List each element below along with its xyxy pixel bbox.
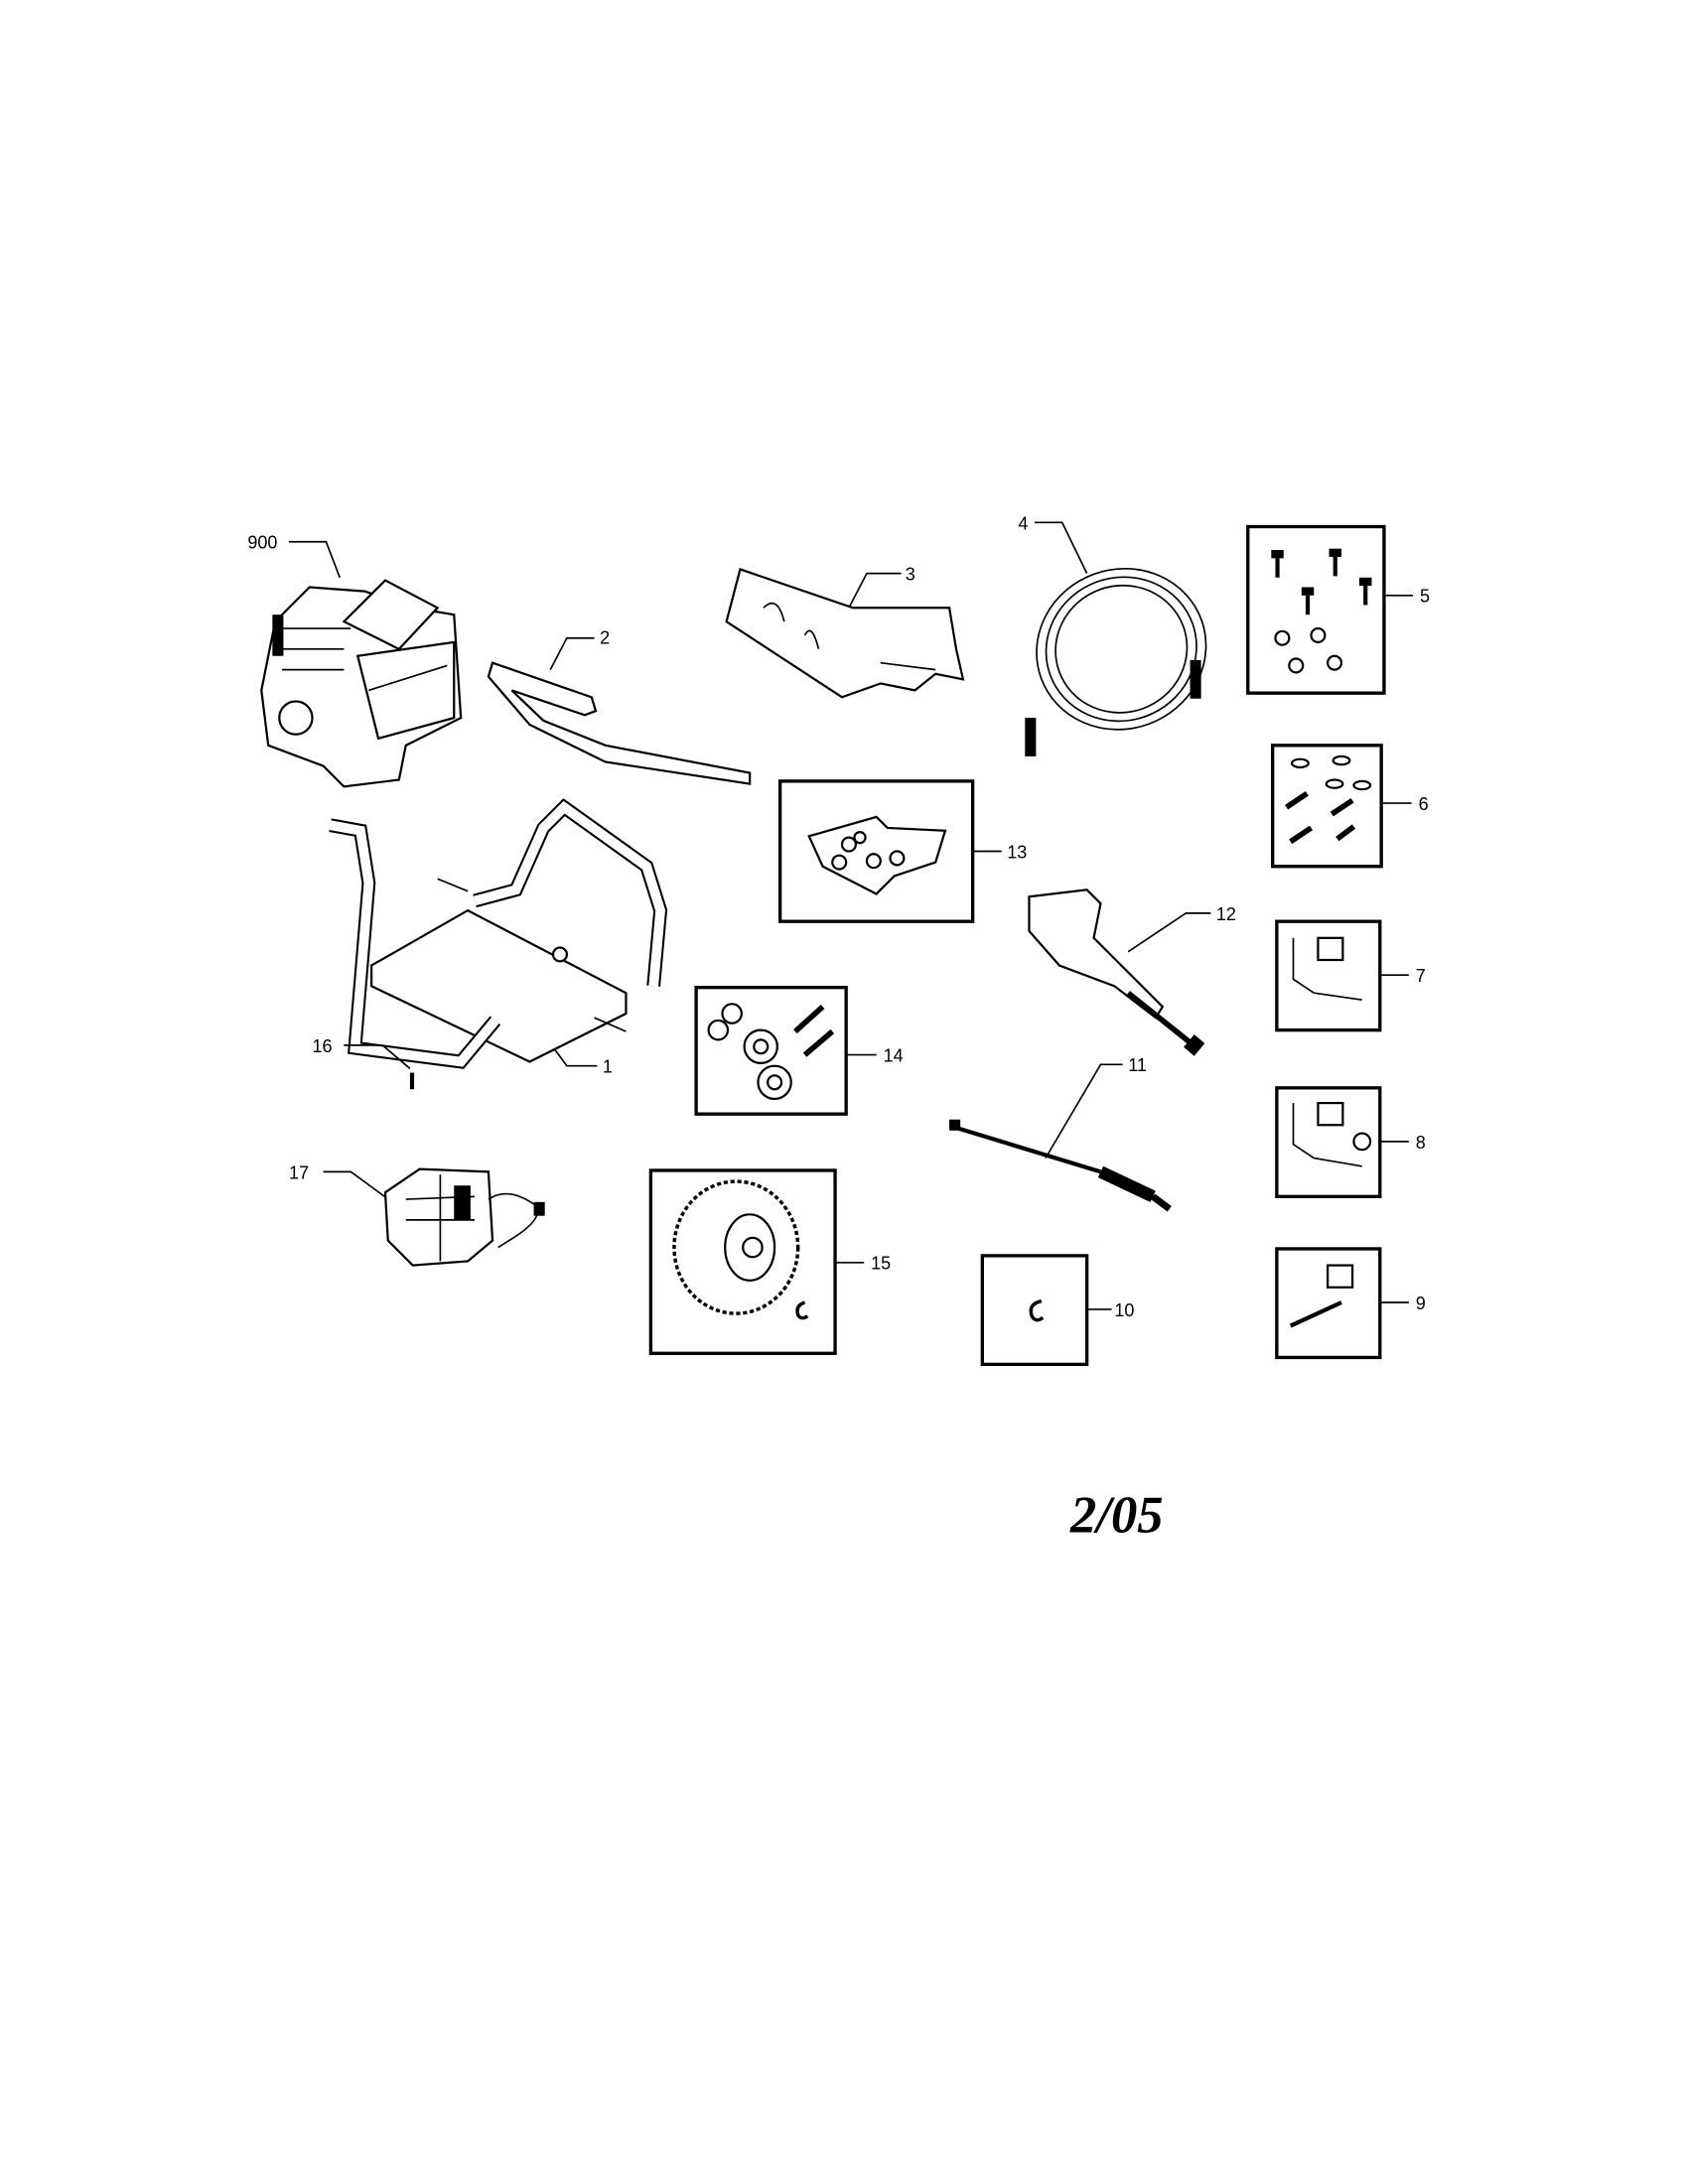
callout-15: 15 [871, 1254, 891, 1274]
callout-3: 3 [906, 565, 915, 585]
part-8-bracket-kit[interactable]: 8 [1275, 1086, 1426, 1198]
part-14-wheel-hardware-kit[interactable]: 14 [694, 986, 904, 1116]
part-10-wheel-cap[interactable]: 10 [980, 1254, 1134, 1367]
callout-7: 7 [1416, 966, 1426, 986]
callout-6: 6 [1419, 794, 1429, 814]
callout-16: 16 [313, 1036, 333, 1056]
callout-2: 2 [600, 627, 610, 647]
callout-9: 9 [1416, 1294, 1426, 1313]
part-2-handle[interactable]: 2 [487, 627, 752, 785]
callout-5: 5 [1420, 587, 1430, 607]
callout-17: 17 [289, 1162, 309, 1182]
callout-13: 13 [1007, 842, 1027, 862]
callout-12: 12 [1216, 904, 1236, 924]
callout-1: 1 [603, 1057, 613, 1077]
part-9-bolt-clip-kit[interactable]: 9 [1275, 1247, 1426, 1360]
callout-11: 11 [1128, 1055, 1147, 1075]
part-12-spray-gun[interactable]: 12 [1028, 888, 1236, 1056]
part-900-engine[interactable]: 900 [247, 533, 463, 788]
callout-4: 4 [1018, 513, 1028, 533]
part-17-pump[interactable]: 17 [289, 1162, 545, 1267]
part-4-hose[interactable]: 4 [1014, 513, 1228, 756]
part-15-wheel[interactable]: 15 [648, 1168, 891, 1355]
callout-900: 900 [247, 533, 277, 553]
callout-10: 10 [1114, 1300, 1134, 1320]
callout-8: 8 [1416, 1133, 1426, 1153]
part-7-bracket-kit[interactable]: 7 [1275, 919, 1426, 1032]
part-5-bolt-kit[interactable]: 5 [1246, 524, 1430, 695]
callout-14: 14 [884, 1046, 904, 1066]
part-1-frame[interactable]: 1 [329, 798, 668, 1077]
part-13-nozzle-kit[interactable]: 13 [777, 779, 1028, 923]
date-code: 2/05 [1069, 1486, 1164, 1544]
part-3-cover[interactable]: 3 [725, 565, 965, 699]
part-11-spray-wand[interactable]: 11 [949, 1055, 1172, 1212]
part-6-hardware-kit[interactable]: 6 [1271, 744, 1429, 869]
part-16-pin[interactable]: 16 [313, 1036, 415, 1090]
